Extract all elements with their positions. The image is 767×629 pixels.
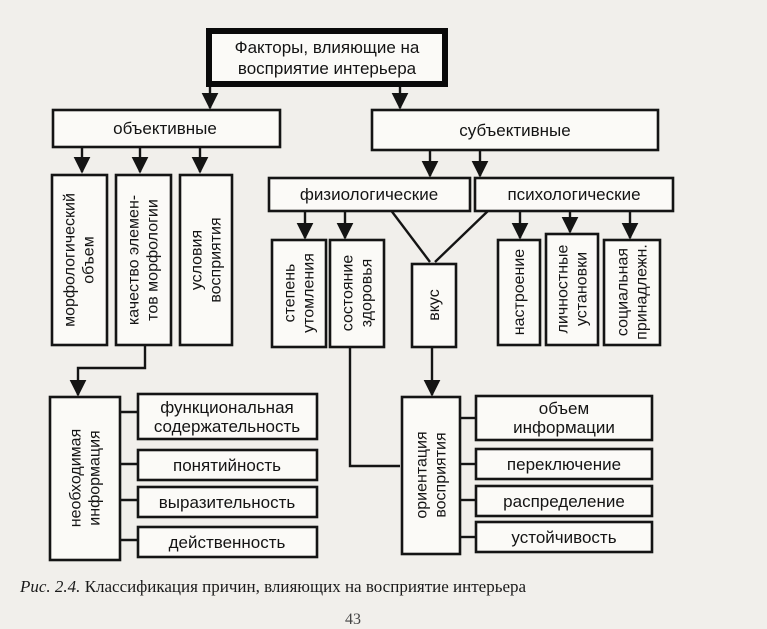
node-functional: функциональная содержательность (136, 392, 319, 441)
node-expressiveness-label: выразительность (159, 493, 296, 512)
node-info-volume: объем информации (474, 394, 654, 442)
node-effectiveness: действенность (136, 525, 319, 559)
node-social-label-line2: принадлежн. (634, 244, 651, 340)
node-perception-conditions-label-line2: восприятия (208, 217, 225, 302)
node-attitudes-label-line1: личностные (555, 244, 572, 333)
node-taste-label: вкус (426, 289, 443, 321)
node-mood: настроение (496, 238, 542, 347)
node-necessary-info-label-line1: необходимая (68, 429, 85, 527)
node-perception-conditions-label-line1: условия (189, 230, 206, 290)
node-morph-quality-label-line1: качество элемен- (126, 195, 143, 325)
connector-lines (69, 55, 639, 542)
node-stability: устойчивость (474, 520, 654, 554)
classification-diagram: Факторы, влияющие на восприятие интерьер… (48, 28, 675, 562)
node-morph-volume-label-line1: морфологический (62, 193, 79, 327)
node-root-line1: Факторы, влияющие на (235, 38, 420, 57)
node-fatigue-label-line2: утомления (301, 253, 318, 333)
node-functional-line2: содержательность (154, 417, 300, 436)
node-fatigue-label-line1: степень (282, 264, 299, 323)
node-info-volume-line1: объем (539, 399, 589, 418)
node-health-label-line2: здоровья (359, 259, 376, 328)
node-mood-label-line1: настроение (511, 249, 528, 336)
node-orientation-label-line2: восприятия (433, 432, 450, 517)
node-subjective: субъективные (370, 108, 660, 152)
node-necessary-info-label-line2: информация (87, 430, 104, 525)
node-taste: вкус (410, 262, 458, 349)
node-morph-volume-label-line2: объем (81, 236, 98, 283)
node-taste-label-line1: вкус (426, 289, 443, 321)
node-distribution-label: распределение (503, 492, 625, 511)
node-attitudes-label-line2: установки (574, 252, 591, 326)
node-objective: объективные (51, 108, 282, 149)
node-mood-label: настроение (511, 249, 528, 336)
node-physiological: физиологические (267, 176, 472, 213)
node-distribution: распределение (474, 484, 654, 518)
node-objective-label: объективные (113, 119, 217, 138)
node-social-label-line1: социальная (615, 248, 632, 336)
node-switching-label: переключение (507, 455, 621, 474)
node-info-volume-line2: информации (513, 418, 615, 437)
node-clarity: понятийность (136, 448, 319, 482)
figure-caption-text: Классификация причин, влияющих на воспри… (84, 577, 527, 596)
node-root-line2: восприятие интерьера (238, 59, 417, 78)
node-subjective-label: субъективные (459, 121, 570, 140)
node-physiological-label: физиологические (300, 185, 438, 204)
node-psychological-label: психологические (507, 185, 640, 204)
node-orientation-label-line1: ориентация (414, 431, 431, 518)
node-morph-quality: качество элемен-тов морфологии (114, 173, 173, 347)
node-morph-quality-label: качество элемен-тов морфологии (126, 195, 162, 325)
node-expressiveness: выразительность (136, 485, 319, 519)
node-switching: переключение (474, 447, 654, 481)
figure-caption: Рис. 2.4. Классификация причин, влияющих… (20, 577, 526, 597)
figure-number: Рис. 2.4. (20, 577, 81, 596)
node-clarity-label: понятийность (173, 456, 281, 475)
page-number: 43 (345, 611, 361, 628)
node-effectiveness-label: действенность (169, 533, 286, 552)
node-psychological: психологические (473, 176, 675, 213)
node-functional-line1: функциональная (160, 398, 293, 417)
node-morph-quality-label-line2: тов морфологии (145, 199, 162, 321)
node-root: Факторы, влияющие на восприятие интерьер… (206, 28, 448, 87)
node-health-label-line1: состояние (340, 255, 357, 332)
node-stability-label: устойчивость (511, 528, 616, 547)
